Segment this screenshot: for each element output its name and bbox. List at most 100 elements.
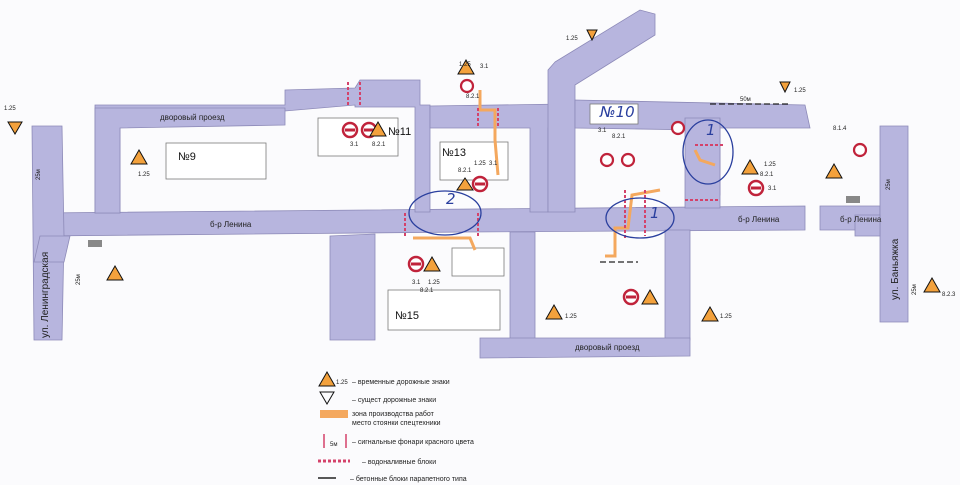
warning-triangle-icon (701, 305, 719, 322)
warning-triangle-icon (923, 276, 941, 293)
label-passage-bottom: дворовый проезд (575, 343, 640, 352)
code-h: 8.2.1 (466, 94, 480, 100)
road-east-vertical (684, 117, 721, 209)
warning-triangle-icon (106, 264, 124, 281)
road-leningradskaya-bend (33, 235, 71, 263)
handwritten-label-2: 2 (446, 190, 456, 208)
barriers (347, 82, 725, 240)
no-entry-bar-icon (751, 186, 761, 190)
label-lenin-east: б-р Ленина (738, 215, 780, 224)
code-g: 3.1 (480, 64, 489, 70)
code-e: 8.2.3 (942, 292, 956, 298)
label-passage-top: дворовый проезд (160, 113, 225, 122)
building-10 (589, 103, 639, 125)
dim-25-b: 25м (76, 274, 82, 285)
building-15 (387, 289, 501, 331)
label-lenin-far: б-р Ленина (840, 215, 882, 224)
no-entry-icon (599, 152, 615, 168)
building-15-annex (451, 247, 505, 277)
code-d: 8.1.4 (833, 126, 847, 132)
road-leningradskaya (31, 125, 65, 341)
building-11 (317, 117, 399, 157)
label-leningradskaya: ул. Ленинградская (40, 252, 51, 338)
code-i: 1.25 (566, 36, 578, 42)
warning-triangle-icon (423, 255, 441, 272)
no-entry-bar-icon (364, 128, 374, 132)
legend-temp-sign-icon (318, 370, 336, 387)
code-o: 1.25 (428, 280, 440, 286)
warning-triangle-icon (456, 177, 474, 191)
sign-group-top (7, 29, 791, 135)
legend-temp: – временные дорожные знаки (352, 379, 450, 386)
road-bashkirova (879, 125, 909, 323)
road-bashkirova-stub (854, 214, 881, 237)
legend-zone1: зона производства работ (352, 410, 435, 418)
road-south-center (509, 231, 536, 341)
plate-icon (88, 240, 102, 247)
warning-triangle-icon (825, 162, 843, 179)
sign-group-1 (599, 120, 686, 306)
code-l: 1.25 (474, 161, 486, 167)
plate-icon (846, 196, 860, 203)
sign-group-11 (341, 120, 387, 139)
handwritten-ellipse-2 (408, 190, 482, 236)
warning-triangle-icon (369, 120, 387, 137)
code-b: 3.1 (350, 142, 359, 148)
warning-triangle-icon (130, 148, 148, 165)
road-top-left-strip (94, 107, 286, 214)
code-j: 1.25 (794, 88, 806, 94)
code-n: 8.2.1 (458, 168, 472, 174)
existing-sign-triangle-icon (586, 29, 598, 42)
warning-triangle-icon (741, 158, 759, 175)
legend: 1.25 – временные дорожные знаки – сущест… (318, 370, 474, 483)
labels: дворовый проезд дворовый проезд б-р Лени… (4, 36, 956, 352)
label-building-15: №15 (395, 310, 419, 322)
existing-sign-triangle-icon (779, 81, 791, 94)
code-v: 1.25 (764, 162, 776, 168)
legend-zone2: место стоянки спецтехники (352, 420, 441, 427)
no-entry-bar-icon (345, 128, 355, 132)
code-c: 8.2.1 (372, 142, 386, 148)
existing-sign-triangle-icon (7, 121, 23, 135)
legend-zone-swatch (320, 410, 348, 418)
sign-group-east (741, 142, 941, 293)
signs (7, 29, 941, 322)
code-r: 1.25 (565, 314, 577, 320)
road-south-left (329, 233, 376, 341)
no-entry-icon (852, 142, 868, 158)
work-zone-1b (693, 149, 716, 167)
legend-temp-code: 1.25 (336, 380, 348, 386)
road-diagonal-north (547, 9, 656, 213)
dim-25-d: 25м (912, 284, 918, 295)
no-entry-icon (670, 120, 686, 136)
code-a: 1.25 (138, 172, 150, 178)
legend-existing-sign-icon (319, 391, 335, 405)
no-entry-bar-icon (475, 182, 485, 186)
concrete-blocks (600, 103, 790, 263)
label-bashkirova: ул. Баньяжка (890, 238, 901, 300)
sign-group-15 (407, 255, 441, 273)
code-u: 3.1 (768, 186, 777, 192)
label-lenin-west: б-р Ленина (210, 220, 252, 229)
dim-25-a: 25м (36, 169, 42, 180)
code-k: 1.25 (4, 106, 16, 112)
buildings (165, 103, 639, 331)
work-zone-1a (605, 188, 661, 258)
handwritten-ellipse-1b (682, 119, 734, 185)
warning-triangle-icon (641, 288, 659, 305)
label-building-13: №13 (442, 147, 466, 159)
label-building-10: №10 (599, 103, 635, 121)
code-s: 1.25 (720, 314, 732, 320)
code-w: 3.1 (598, 128, 607, 134)
no-entry-bar-icon (411, 262, 421, 266)
code-q: 8.2.1 (420, 288, 434, 294)
label-building-9: №9 (178, 151, 196, 163)
building-9 (165, 142, 267, 180)
sign-group-13 (456, 175, 489, 193)
legend-concrete: – бетонные блоки парапетного типа (350, 475, 467, 483)
legend-lights: – сигнальные фонари красного цвета (352, 439, 474, 446)
warning-triangle-icon (545, 303, 563, 320)
code-p: 3.1 (412, 280, 421, 286)
